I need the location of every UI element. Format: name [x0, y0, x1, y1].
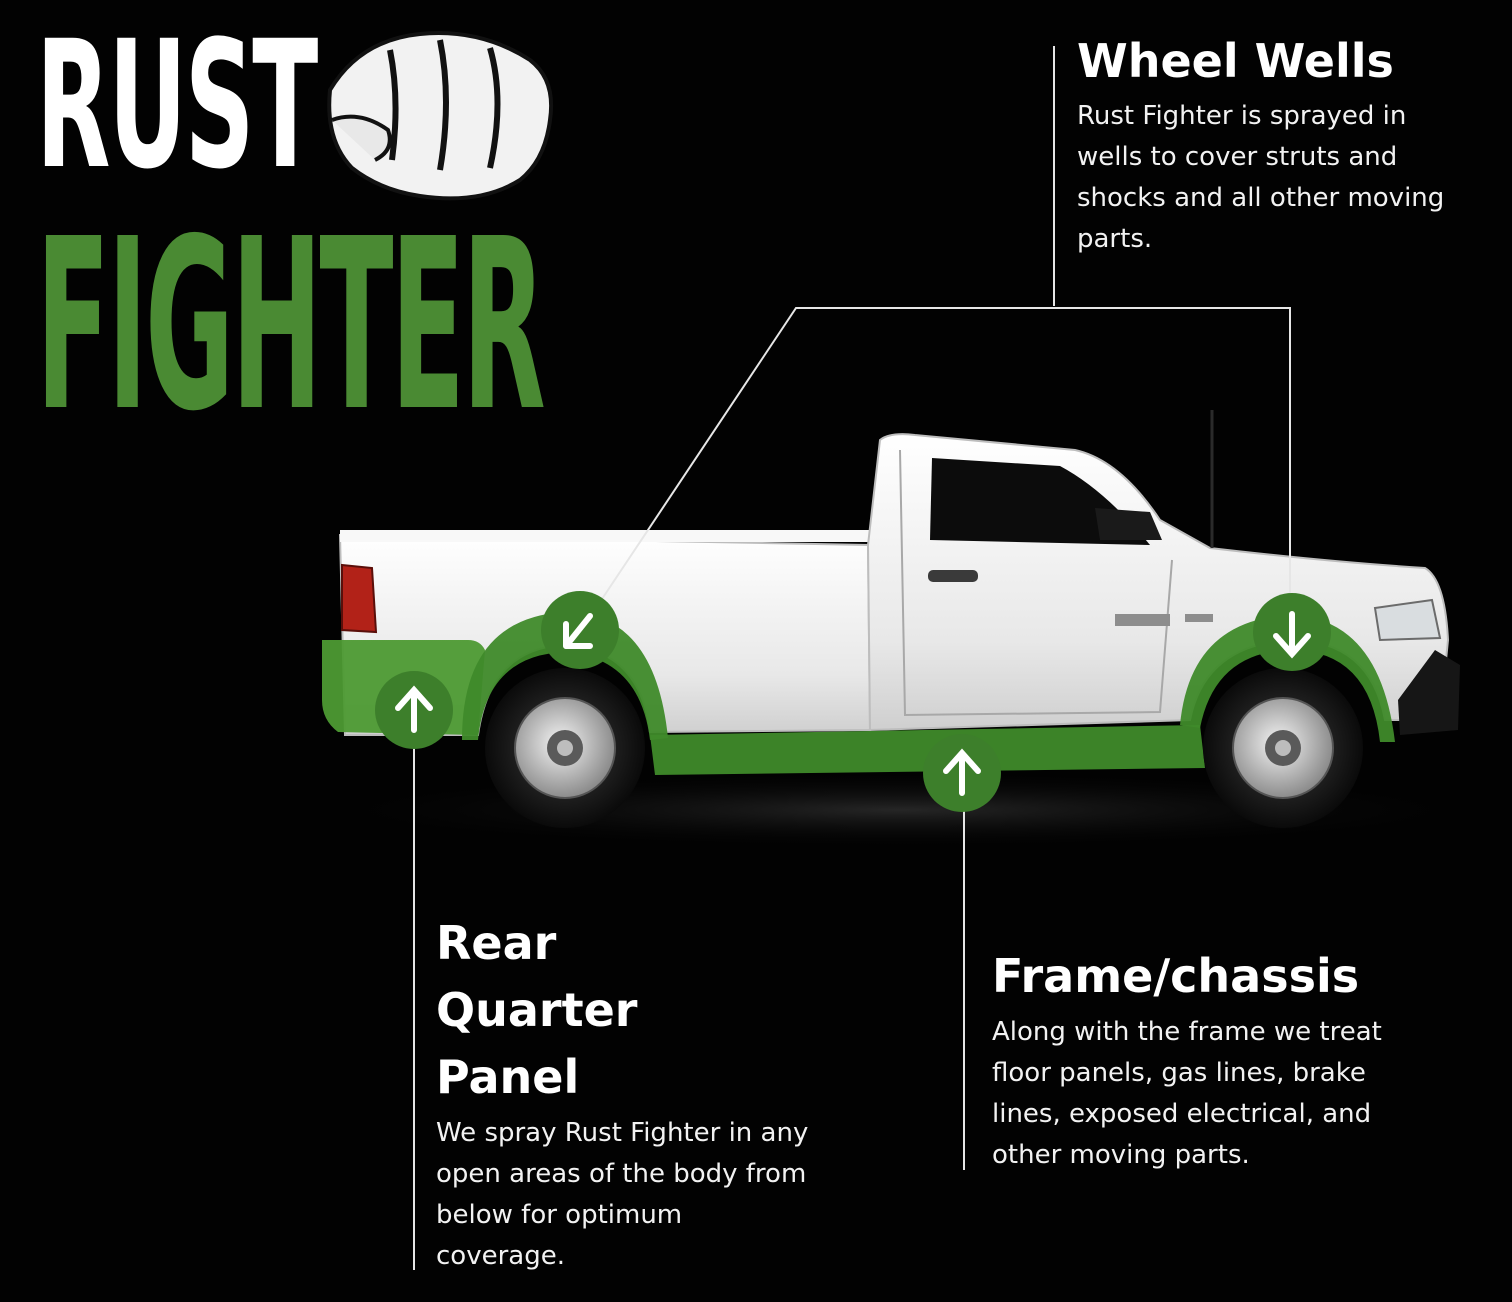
callout-rear-quarter-title-line2: Quarter	[436, 983, 638, 1037]
marker-rear-wheel-well	[541, 591, 619, 669]
leader-wheel-wells-bracket	[579, 307, 1291, 633]
coating-frame	[650, 725, 1205, 775]
callout-rear-quarter: Rear Quarter Panel We spray Rust Fighter…	[436, 910, 816, 1277]
callout-rear-quarter-title: Rear Quarter Panel	[436, 910, 816, 1111]
marker-front-wheel-well	[1253, 593, 1331, 671]
door-seam	[899, 449, 1173, 717]
trim-badge	[1185, 614, 1213, 622]
callout-wheel-wells-body: Rust Fighter is sprayed in wells to cove…	[1077, 101, 1445, 254]
coating-rear-wheel-well	[462, 612, 668, 740]
logo-rust-text: RUST	[36, 3, 318, 208]
marker-frame	[923, 734, 1001, 812]
front-bumper	[1398, 650, 1460, 735]
front-wheel	[1203, 668, 1363, 828]
fist-icon	[327, 31, 554, 201]
side-mirror	[1095, 508, 1162, 540]
callout-wheel-wells-title: Wheel Wells	[1077, 34, 1394, 88]
headlight-icon	[1373, 598, 1442, 642]
callout-frame-body: Along with the frame we treat floor pane…	[992, 1017, 1382, 1170]
callout-wheel-wells: Wheel Wells Rust Fighter is sprayed in w…	[1077, 36, 1477, 260]
cab-window	[930, 458, 1150, 545]
callout-rear-quarter-title-line1: Rear	[436, 916, 557, 970]
tail-light-icon	[341, 563, 378, 634]
ram-badge	[1115, 614, 1170, 626]
door-handle	[928, 570, 978, 582]
bed-rail	[340, 530, 870, 542]
callout-frame-title: Frame/chassis	[992, 949, 1360, 1003]
callout-rear-quarter-title-line3: Panel	[436, 1050, 580, 1104]
marker-rear-quarter	[375, 671, 453, 749]
callout-frame: Frame/chassis Along with the frame we tr…	[992, 946, 1412, 1176]
rear-wheel	[485, 668, 645, 828]
callout-rear-quarter-body: We spray Rust Fighter in any open areas …	[436, 1118, 809, 1271]
logo-fighter-text: FIGHTER	[36, 188, 546, 463]
coating-front-wheel-well	[1180, 615, 1395, 742]
